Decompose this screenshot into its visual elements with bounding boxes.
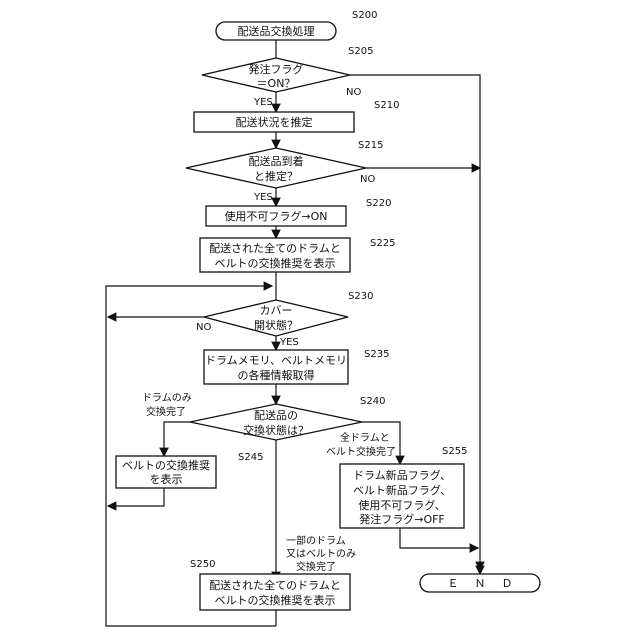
label-drum-only-1: ドラムのみ [142, 392, 192, 404]
process-s255-line3: 使用不可フラグ、 [358, 498, 445, 512]
step-id-s230: S230 [348, 291, 373, 302]
end-text: ＥＮＤ [448, 577, 529, 590]
process-s250-line2: ベルトの交換推奨を表示 [215, 593, 336, 607]
step-id-s250: S250 [190, 559, 215, 570]
label-all-done-1: 全ドラムと [340, 431, 390, 444]
label-partial-1: 一部のドラム [286, 534, 346, 547]
process-s235-line1: ドラムメモリ、ベルトメモリ [205, 354, 347, 367]
label-no-s215: NO [360, 174, 375, 185]
decision-s205-line1: 発注フラグ [249, 62, 304, 76]
step-id-s210: S210 [374, 100, 399, 111]
process-s220-text: 使用不可フラグ→ON [224, 209, 327, 223]
step-id-s245: S245 [238, 452, 263, 463]
process-s255-line4: 発注フラグ→OFF [359, 512, 445, 526]
decision-s205-line2: ＝ON？ [257, 77, 296, 90]
process-s225-line2: ベルトの交換推奨を表示 [215, 256, 336, 270]
step-id-s220: S220 [366, 198, 391, 209]
label-partial-3: 交換完了 [296, 560, 336, 573]
label-no-s205: NO [346, 87, 361, 98]
decision-s215-line2: と推定？ [254, 169, 298, 183]
process-s225-line1: 配送された全てのドラムと [209, 241, 341, 255]
process-s245-line1: ベルトの交換推奨 [122, 458, 210, 472]
label-no-s230: NO [196, 322, 211, 333]
start-text: 配送品交換処理 [238, 24, 315, 38]
process-s245-line2: を表示 [150, 472, 183, 486]
step-id-s235: S235 [364, 349, 389, 360]
label-yes-s205: YES [253, 97, 273, 108]
process-s255-line2: ベルト新品フラグ、 [353, 483, 451, 497]
step-id-s205: S205 [348, 46, 373, 57]
step-id-s240: S240 [360, 396, 385, 407]
step-id-s255: S255 [442, 446, 467, 457]
decision-s230-line2: 開状態？ [254, 318, 298, 332]
step-id-s225: S225 [370, 238, 395, 249]
decision-s240-line2: 交換状態は？ [243, 423, 309, 437]
label-all-done-2: ベルト交換完了 [326, 445, 396, 458]
decision-s230-line1: カバー [260, 304, 293, 317]
step-id-s215: S215 [358, 140, 383, 151]
process-s235-line2: の各種情報取得 [238, 368, 315, 382]
process-s255-line1: ドラム新品フラグ、 [353, 468, 451, 482]
label-yes-s215: YES [253, 192, 273, 203]
decision-s240-line1: 配送品の [254, 408, 298, 422]
step-id-s200: S200 [352, 10, 377, 21]
label-yes-s230: YES [279, 337, 299, 348]
decision-s215-line1: 配送品到着 [249, 154, 304, 168]
label-partial-2: 又はベルトのみ [286, 548, 356, 560]
process-s210-text: 配送状況を推定 [236, 115, 313, 129]
label-drum-only-2: 交換完了 [146, 405, 186, 418]
process-s250-line1: 配送された全てのドラムと [209, 578, 341, 592]
